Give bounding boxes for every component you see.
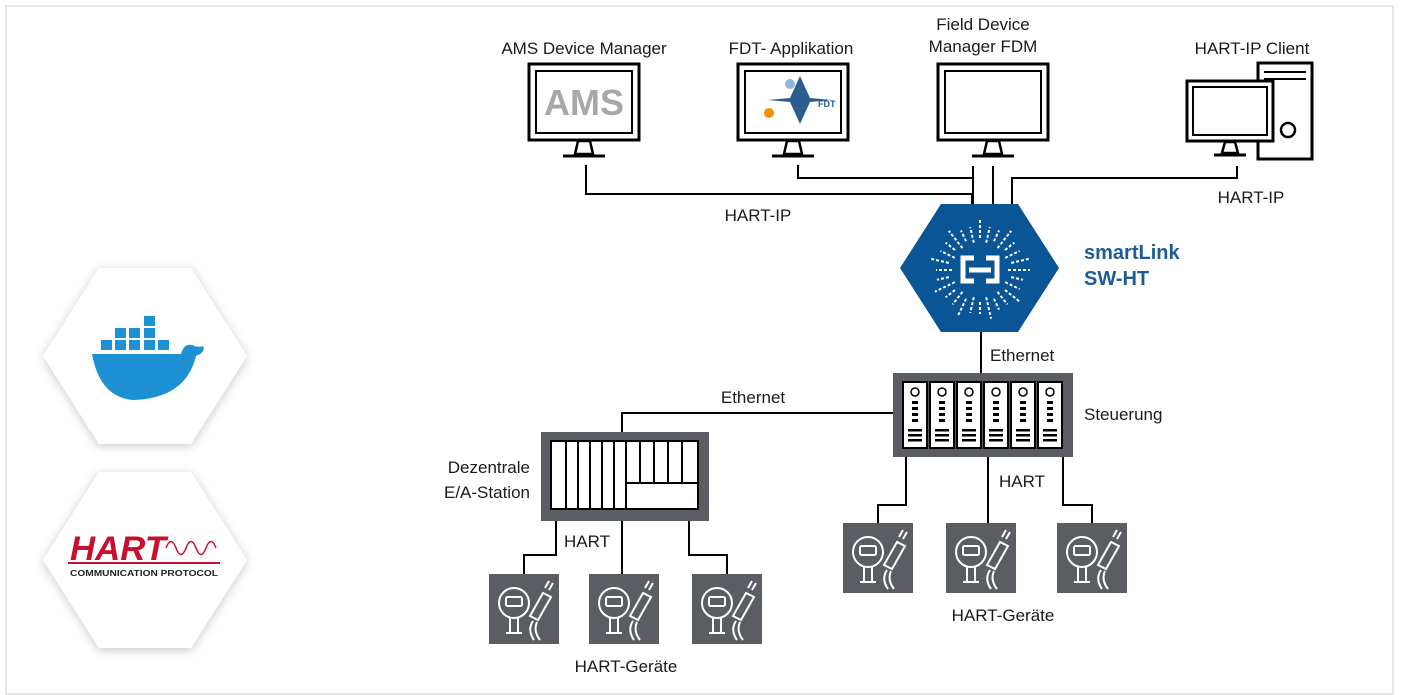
remote-io-station: Dezentrale E/A-Station [444,432,709,521]
network-diagram: AMS Device Manager AMS FDT- Applikation … [43,15,1314,676]
gateway-ray [944,241,956,251]
hart-badge: HART COMMUNICATION PROTOCOL [43,472,247,648]
ethernet-label-left: Ethernet [721,388,786,407]
gateway-ray [944,289,956,299]
gateway-ray [1004,241,1016,251]
gateway-name-line2: SW-HT [1084,268,1149,290]
field-device-icon [588,573,660,645]
gateway-ray [985,226,991,243]
gateway-ray [948,230,964,249]
gateway-ray [936,276,950,281]
fdt-label: FDT- Applikation [729,39,854,58]
io-module-icon [1037,381,1063,449]
hartip-link-label-right: HART-IP [1218,188,1285,207]
wire-station-dev1 [523,521,557,574]
gateway-ray [969,297,975,314]
field-device-icon [488,573,560,645]
client-hartip: HART-IP Client [1185,39,1314,161]
wire-controller-dev3 [1062,457,1093,523]
io-module-icon [983,381,1009,449]
hartip-client-label: HART-IP Client [1195,39,1310,58]
io-module-icon [902,381,928,449]
field-device-icon [691,573,763,645]
gateway-name-line1: smartLink [1084,242,1180,264]
ethernet-label-top: Ethernet [990,346,1055,365]
field-device-icon [1056,522,1128,594]
client-fdm: Field Device Manager FDM [929,15,1050,158]
gateway-rays [931,220,1030,319]
gateway-ray [1010,276,1024,281]
controller: Steuerung [893,373,1162,457]
gateway-ray [985,297,993,319]
client-fdt: FDT- Applikation FDT [729,39,854,158]
gateway-ray [957,298,968,316]
gateway-ray [1010,257,1029,264]
gateway-ray [939,250,956,259]
gateway-ray [951,291,964,306]
gateway-ray [1004,289,1020,302]
gateway-ray [934,281,956,293]
hart-logo-text: HART [70,530,169,568]
monitor-icon [736,62,850,158]
ams-screen-logo: AMS [544,82,624,123]
io-module-icon [956,381,982,449]
field-devices-left: HART-Geräte [488,573,763,676]
gateway-ray [1004,250,1021,259]
gateway-ray [996,291,1009,306]
smartlink-gateway: smartLink SW-HT [900,204,1180,332]
hart-logo-icon: HART COMMUNICATION PROTOCOL [68,530,220,578]
gateway-ray [969,226,975,243]
gateway-ray [992,229,1001,242]
client-ams: AMS Device Manager AMS [501,39,667,158]
fdm-label-line1: Field Device [936,15,1030,34]
hart-devices-label-left: HART-Geräte [575,657,678,676]
io-module-icon [1010,381,1036,449]
wire-station-dev3 [688,521,728,574]
fdt-logo-icon: FDT [764,76,836,124]
monitor-icon [936,62,1050,158]
controller-label: Steuerung [1084,405,1162,424]
field-device-icon [842,522,914,594]
wire-ams [585,165,973,212]
fdm-label-line2: Manager FDM [929,37,1038,56]
hart-label-station: HART [564,532,610,551]
station-label-line1: Dezentrale [448,458,530,477]
hart-label-controller: HART [999,472,1045,491]
gateway-ray [931,257,950,264]
fdt-screen-logo: FDT [818,99,836,109]
docker-whale-icon [92,316,204,400]
gateway-ray [996,230,1012,249]
wire-controller-station [621,412,893,432]
wire-hartip-client [1011,166,1238,212]
ams-label: AMS Device Manager [501,39,667,58]
docker-badge [43,268,247,444]
desktop-pc-icon [1185,61,1314,161]
wire-controller-dev1 [877,457,907,523]
gateway-ray [992,298,1001,311]
field-devices-right: HART-Geräte [842,522,1128,625]
gateway-ray [959,229,968,242]
field-device-icon [945,522,1017,594]
hartip-link-label-left: HART-IP [725,206,792,225]
link-icon [960,255,1000,284]
station-label-line2: E/A-Station [444,483,530,502]
wire-fdt [797,165,972,179]
hart-devices-label-right: HART-Geräte [952,606,1055,625]
io-module-icon [929,381,955,449]
gateway-ray [1004,281,1021,290]
hart-tagline: COMMUNICATION PROTOCOL [70,569,218,578]
